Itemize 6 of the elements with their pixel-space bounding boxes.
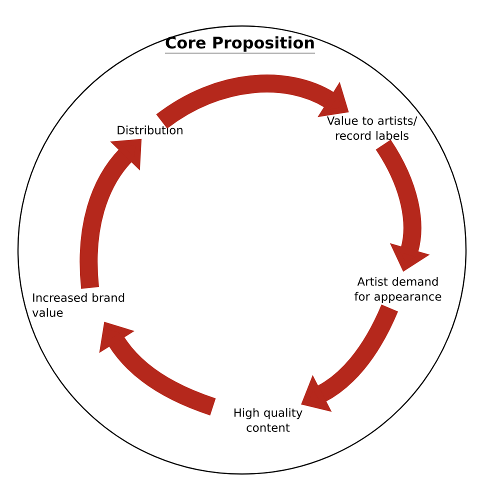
node-text: Artist demand for appearance	[354, 276, 442, 303]
title: Core Proposition	[164, 36, 316, 54]
node-text: Increased brand value	[32, 293, 124, 317]
node-text: High quality content	[234, 408, 302, 432]
node-text: Value to artists/ record labels	[326, 116, 418, 140]
node-text: Distribution	[118, 126, 182, 134]
